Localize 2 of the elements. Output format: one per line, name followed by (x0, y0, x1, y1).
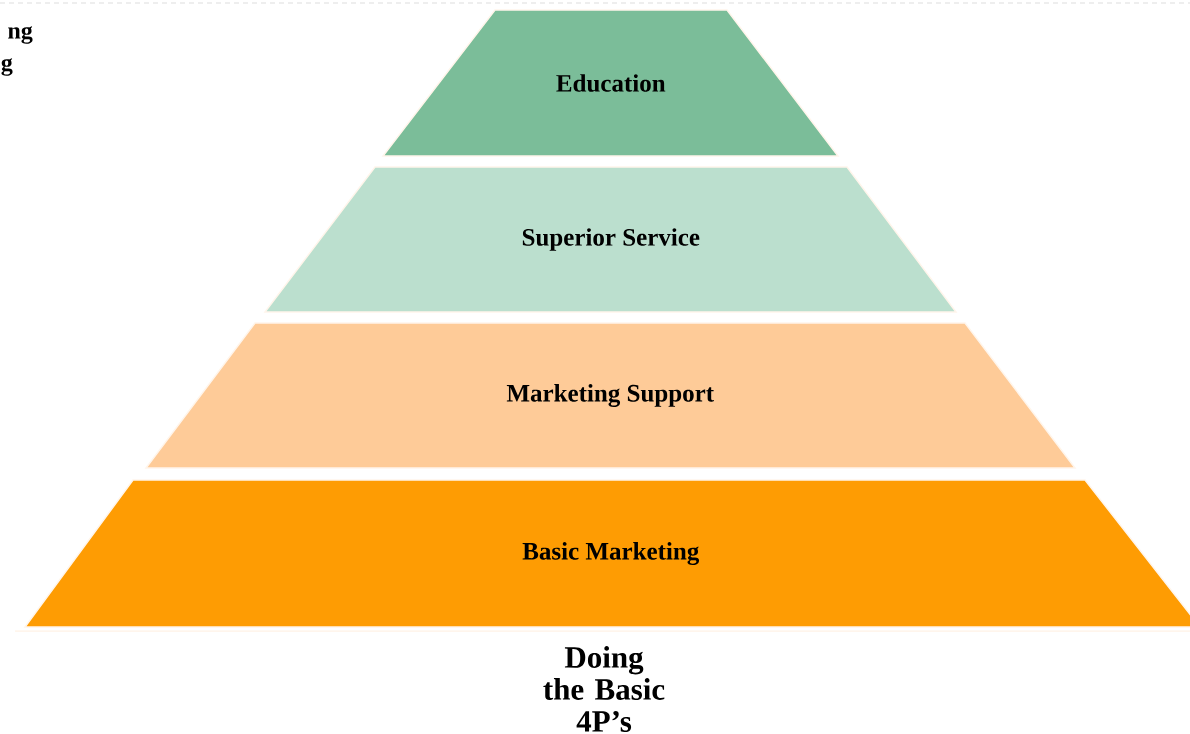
cut-off-text: ng (8, 26, 33, 44)
cut-off-text: g (1, 58, 13, 76)
